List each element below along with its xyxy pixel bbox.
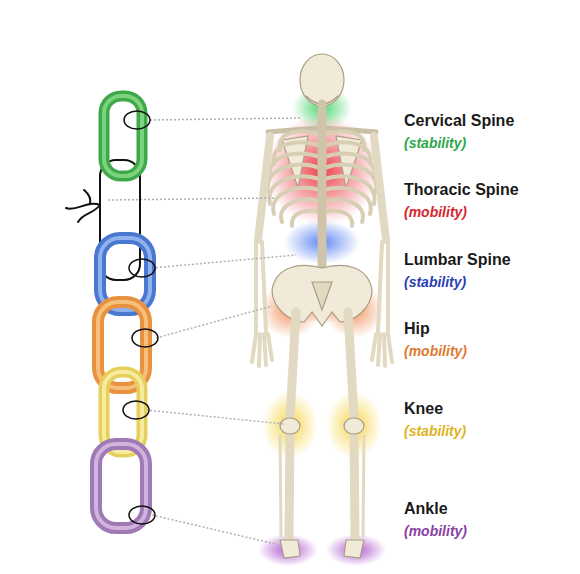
joint-role: (stability) <box>404 423 466 439</box>
joint-role: (stability) <box>404 274 466 290</box>
joint-role: (mobility) <box>404 523 467 539</box>
skeleton <box>252 54 392 558</box>
joint-name: Hip <box>404 320 430 338</box>
joint-name: Cervical Spine <box>404 112 514 130</box>
region-glow <box>258 86 386 566</box>
joint-role: (mobility) <box>404 343 467 359</box>
joint-name: Knee <box>404 400 443 418</box>
leader-line <box>108 118 300 546</box>
joint-name: Lumbar Spine <box>404 251 511 269</box>
joint-role: (stability) <box>404 135 466 151</box>
joint-name: Thoracic Spine <box>404 181 519 199</box>
chain <box>66 96 158 528</box>
joint-name: Ankle <box>404 500 448 518</box>
joint-role: (mobility) <box>404 204 467 220</box>
